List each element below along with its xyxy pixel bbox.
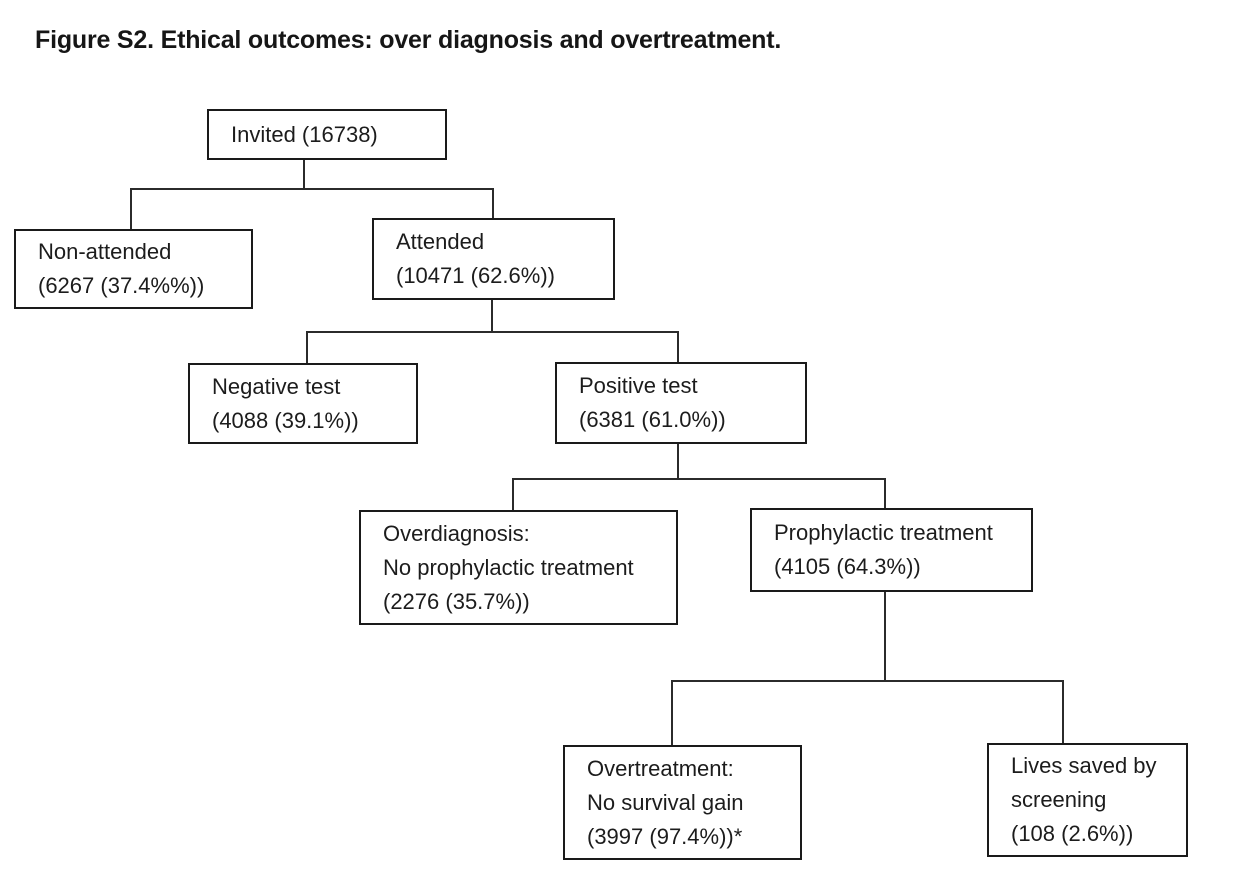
connector-positive-bar [512, 478, 886, 480]
connector-prophylactic-bar [671, 680, 1064, 682]
flow-node-attended: Attended (10471 (62.6%)) [372, 218, 615, 300]
connector-to-overtreatment [671, 680, 673, 745]
flow-node-invited: Invited (16738) [207, 109, 447, 160]
node-label: Positive test [579, 373, 698, 398]
flow-node-non-attended: Non-attended (6267 (37.4%%)) [14, 229, 253, 309]
node-value: (108 (2.6%)) [1011, 821, 1134, 846]
connector-to-lives-saved [1062, 680, 1064, 743]
node-sublabel: No prophylactic treatment [383, 554, 634, 580]
connector-positive-stem [677, 444, 679, 479]
node-label: Lives saved by [1011, 753, 1157, 778]
connector-attended-bar [306, 331, 679, 333]
node-value: (6381 (61.0%)) [579, 407, 726, 432]
connector-to-negative-test [306, 331, 308, 363]
connector-to-non-attended [130, 188, 132, 229]
node-label: Overdiagnosis: [383, 520, 530, 546]
flow-node-overtreatment: Overtreatment: No survival gain (3997 (9… [563, 745, 802, 860]
node-value: (2276 (35.7%)) [383, 588, 530, 614]
node-label: Non-attended [38, 239, 172, 264]
node-label: Negative test [212, 373, 341, 399]
connector-to-attended [492, 188, 494, 218]
node-value: (6267 (37.4%%)) [38, 273, 205, 298]
node-value: (4105 (64.3%)) [774, 554, 921, 579]
connector-to-overdiagnosis [512, 478, 514, 510]
node-label: Prophylactic treatment [774, 520, 993, 545]
node-sublabel: No survival gain [587, 789, 744, 815]
flow-node-prophylactic-treatment: Prophylactic treatment (4105 (64.3%)) [750, 508, 1033, 592]
flow-node-lives-saved: Lives saved by screening (108 (2.6%)) [987, 743, 1188, 857]
flow-node-overdiagnosis: Overdiagnosis: No prophylactic treatment… [359, 510, 678, 625]
flow-node-positive-test: Positive test (6381 (61.0%)) [555, 362, 807, 444]
connector-prophylactic-stem [884, 592, 886, 681]
node-label: Attended [396, 229, 485, 254]
connector-to-positive-test [677, 331, 679, 362]
node-label: Overtreatment: [587, 755, 734, 781]
flow-node-negative-test: Negative test (4088 (39.1%)) [188, 363, 418, 444]
connector-invited-stem [303, 160, 305, 189]
node-sublabel: screening [1011, 787, 1107, 812]
node-value: (3997 (97.4%))* [587, 823, 743, 849]
connector-to-prophylactic [884, 478, 886, 508]
node-label: Invited (16738) [231, 121, 378, 147]
connector-invited-bar [130, 188, 494, 190]
connector-attended-stem [491, 300, 493, 332]
node-value: (4088 (39.1%)) [212, 407, 359, 433]
node-value: (10471 (62.6%)) [396, 263, 555, 288]
figure-title: Figure S2. Ethical outcomes: over diagno… [35, 26, 782, 54]
